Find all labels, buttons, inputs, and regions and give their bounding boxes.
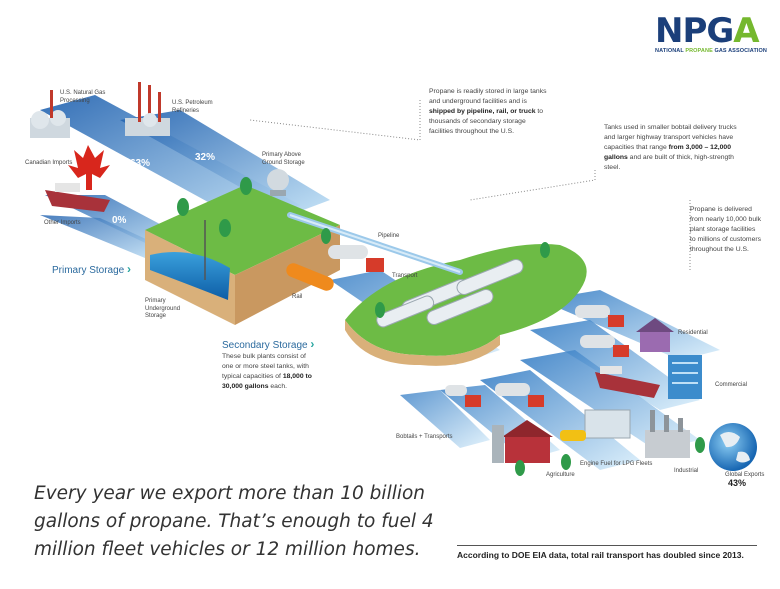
- logo-sub-3: GAS ASSOCIATION: [712, 48, 768, 54]
- headline: Every year we export more than 10 billio…: [34, 483, 434, 560]
- export-ship: [595, 366, 660, 398]
- chevron-right-icon: ›: [127, 262, 132, 276]
- percent-refineries: 32%: [195, 152, 216, 163]
- note-bulk-text-2: each.: [268, 383, 287, 390]
- note-tanks-text-2: and are built of thick, high-strength st…: [604, 154, 734, 171]
- note-tank-capacities: Tanks used in smaller bobtail delivery t…: [604, 123, 742, 173]
- label-industrial: Industrial: [674, 468, 699, 474]
- residential-house: [636, 318, 674, 352]
- note-storage-text-2: to thousands of secondary storage facili…: [429, 108, 544, 135]
- label-residential: Residential: [678, 330, 708, 336]
- fleet-vehicles: [560, 409, 631, 441]
- bulk-storage-tanks: [376, 259, 524, 328]
- footer-note: According to DOE EIA data, total rail tr…: [457, 545, 757, 560]
- logo-letter-a: A: [733, 11, 759, 51]
- note-connector-lines: [249, 100, 691, 270]
- label-canadian-imports: Canadian Imports: [25, 160, 73, 166]
- label-global-exports: Global Exports: [725, 472, 765, 478]
- label-other-imports: Other Imports: [44, 220, 81, 226]
- global-exports-globe: [709, 423, 757, 471]
- commercial-building: [668, 355, 702, 399]
- label-bobtails-transports: Bobtails + Transports: [396, 434, 453, 440]
- primary-storage-block: [145, 185, 340, 325]
- label-transport: Transport: [392, 273, 418, 279]
- primary-storage-text: Primary Storage: [52, 265, 125, 276]
- label-rail: Rail: [292, 294, 303, 300]
- logo-sub-2: PROPANE: [685, 48, 713, 54]
- chevron-right-icon: ›: [310, 337, 315, 351]
- note-storage-shipping: Propane is readily stored in large tanks…: [429, 87, 551, 137]
- industrial-factory: [645, 410, 690, 458]
- note-bulk-bold: 18,000 to 30,000 gallons: [222, 373, 312, 390]
- pipeline: [287, 212, 463, 275]
- percent-canadian: 5%: [125, 187, 140, 198]
- label-underground-storage: Primary Underground Storage: [145, 298, 181, 319]
- note-storage-text-1: Propane is readily stored in large tanks…: [429, 88, 547, 105]
- percent-natural-gas: 63%: [130, 158, 151, 169]
- note-delivery: Propane is delivered from nearly 10,000 …: [690, 206, 762, 253]
- note-tanks-text-1: Tanks used in smaller bobtail delivery t…: [604, 124, 737, 151]
- secondary-storage-heading: Secondary Storage ›: [222, 337, 314, 351]
- logo-sub-1: NATIONAL: [655, 48, 686, 54]
- note-tanks-bold: from 3,000 – 12,000 gallons: [604, 144, 731, 161]
- label-agriculture: Agriculture: [546, 472, 575, 478]
- npga-logo: NPGA NATIONAL PROPANE GAS ASSOCIATION: [655, 14, 767, 54]
- label-natural-gas-processing: U.S. Natural Gas Processing: [60, 90, 106, 104]
- agriculture-barn: [492, 420, 553, 463]
- label-engine-fuel: Engine Fuel for LPG Fleets: [580, 461, 653, 467]
- import-ship: [45, 183, 110, 212]
- label-commercial: Commercial: [715, 382, 748, 388]
- npga-logo-subtitle: NATIONAL PROPANE GAS ASSOCIATION: [655, 48, 767, 54]
- trees: [177, 177, 705, 476]
- canadian-imports-graphic: [68, 145, 110, 190]
- global-exports-percent: 43%: [728, 478, 747, 488]
- processing-plants: [30, 82, 170, 138]
- transport-trucks: [328, 245, 629, 407]
- label-pipeline: Pipeline: [378, 233, 400, 239]
- note-bulk-text-1: These bulk plants consist of one or more…: [222, 353, 309, 380]
- secondary-storage-text: Secondary Storage: [222, 340, 308, 351]
- npga-logo-wordmark: NPGA: [655, 14, 760, 48]
- label-above-ground-storage: Primary Above Ground Storage: [262, 152, 305, 166]
- logo-letters: NPG: [655, 11, 734, 51]
- primary-storage-heading: Primary Storage ›: [52, 262, 131, 276]
- percent-other: 0%: [112, 215, 127, 226]
- rail-tank-car: [286, 263, 334, 291]
- label-petroleum-refineries: U.S. Petroleum Refineries: [172, 100, 213, 114]
- above-ground-storage-sphere: [267, 169, 289, 196]
- note-bulk-plants: These bulk plants consist of one or more…: [222, 352, 312, 392]
- note-storage-bold: shipped by pipeline, rail, or truck: [429, 108, 536, 115]
